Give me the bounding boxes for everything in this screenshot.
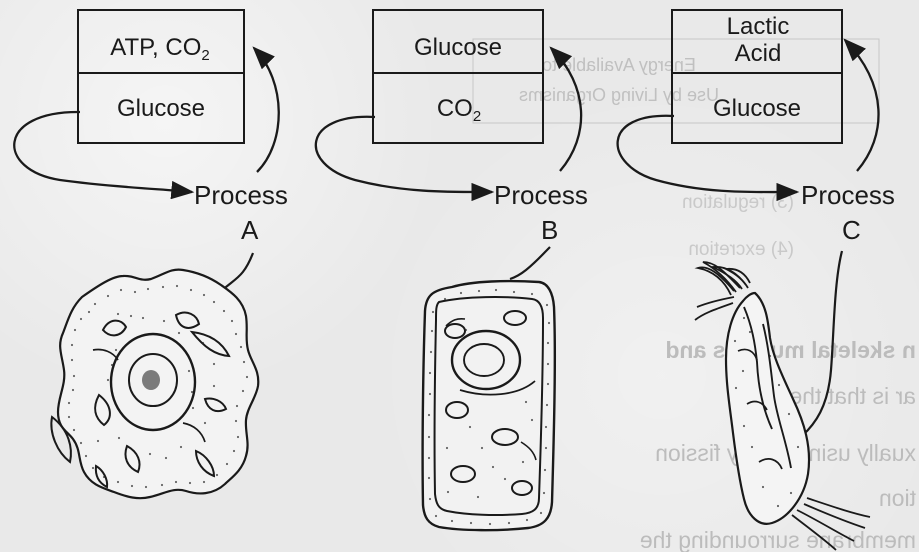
elongated-cell-body — [726, 293, 809, 524]
process-b-reactant: CO2 — [437, 95, 481, 125]
animal-cell-illustration — [51, 270, 258, 499]
process-c-label: Process — [801, 180, 895, 210]
ghost-surrounding: membrane surrounding the — [640, 527, 916, 552]
animal-cell-nucleolus — [142, 370, 160, 390]
ghost-box-line2: Use by Living Organisms — [519, 85, 719, 105]
process-a-reactant: Glucose — [117, 95, 205, 122]
process-a-diagram: ATP, CO2 Glucose — [78, 10, 244, 143]
ghost-skeletal: n skeletal muscles and — [665, 337, 916, 363]
process-a-letter: A — [241, 215, 259, 245]
process-c-letter: C — [842, 215, 861, 245]
process-b-product: Glucose — [414, 34, 502, 61]
process-c-reactant: Glucose — [713, 95, 801, 122]
process-c-input-arrow — [618, 116, 797, 192]
elongated-cell-tail-4 — [807, 498, 870, 517]
plant-cell-wall — [423, 281, 555, 530]
process-b-input-arrow — [316, 117, 492, 192]
ghost-regulation: (3) regulation — [682, 192, 794, 213]
process-b-leader-line — [510, 247, 550, 279]
ghost-tion: tion — [879, 485, 916, 511]
process-c-product-line1: Lactic — [727, 13, 790, 40]
process-a-box — [78, 10, 244, 143]
process-b-letter: B — [541, 215, 558, 245]
process-a-output-arrow — [254, 48, 279, 172]
ghost-excretion: (4) excretion — [688, 239, 794, 260]
process-c-product-line2: Acid — [735, 40, 782, 67]
process-a-products: ATP, CO2 — [110, 34, 209, 64]
process-a-input-arrow — [14, 112, 192, 192]
plant-cell-illustration — [423, 281, 555, 530]
process-b-label: Process — [494, 180, 588, 210]
process-a-label: Process — [194, 180, 288, 210]
ghost-box — [473, 39, 879, 123]
process-c-output-arrow — [845, 40, 879, 171]
